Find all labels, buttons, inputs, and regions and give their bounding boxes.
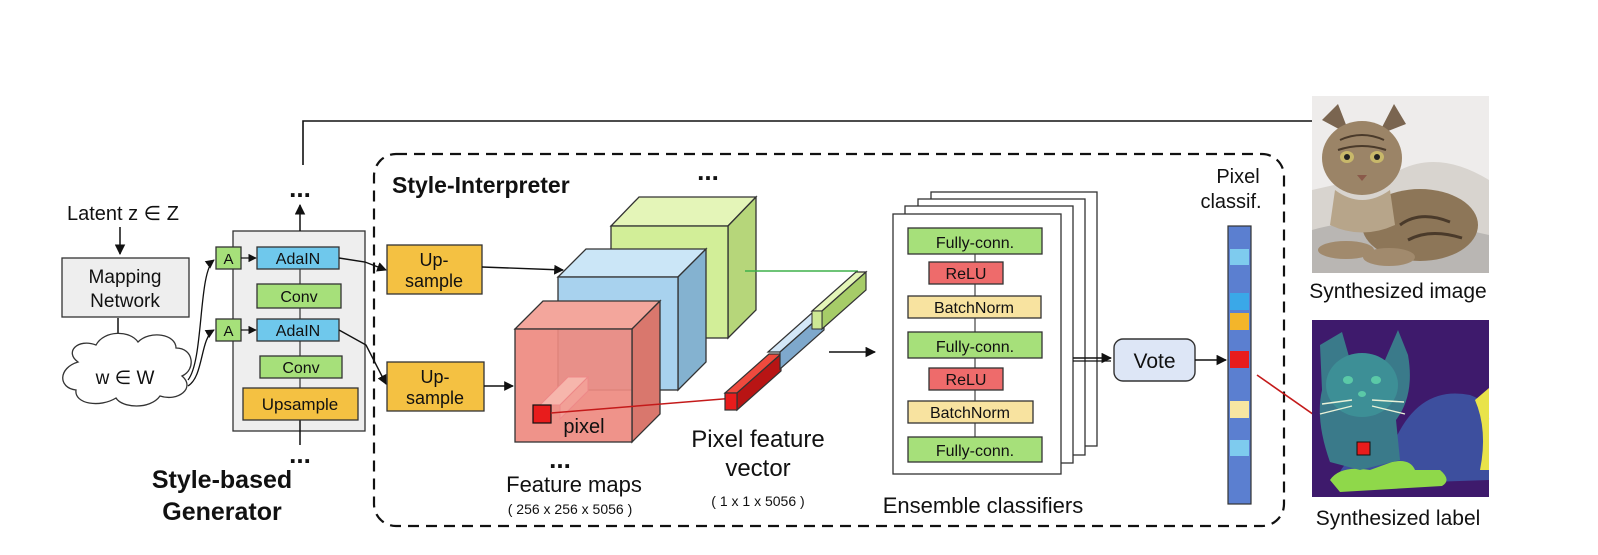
classifier-layer-relu-2 bbox=[928, 367, 1004, 391]
interpreter-upsample-1-line2: sample bbox=[405, 271, 463, 291]
generator-title-line2: Generator bbox=[162, 498, 282, 526]
class-cell-cyan bbox=[1230, 249, 1249, 265]
pixel-feature-line1: Pixel feature bbox=[691, 426, 824, 453]
generator-top-ellipsis: ... bbox=[289, 173, 311, 203]
synthesized-image-label: Synthesized image bbox=[1309, 280, 1486, 303]
class-cell-red bbox=[1230, 351, 1249, 368]
layer-label-3: BatchNorm bbox=[934, 300, 1014, 317]
style-interpreter-boundary bbox=[372, 152, 1286, 528]
class-cell-orange bbox=[1230, 313, 1249, 330]
image-feedback-connector bbox=[302, 120, 1314, 165]
interpreter-upsample-2-line2: sample bbox=[406, 388, 464, 408]
style-interpreter-title: Style-Interpreter bbox=[392, 172, 570, 198]
classifier-layer-relu-1 bbox=[928, 261, 1004, 285]
conv-label-2: Conv bbox=[282, 360, 319, 377]
generator-upsample-label: Upsample bbox=[262, 395, 339, 414]
layer-label-5: ReLU bbox=[946, 372, 987, 389]
generator-bottom-ellipsis: ... bbox=[289, 439, 311, 469]
mapping-network-line2: Network bbox=[90, 291, 160, 312]
red-feature-link bbox=[550, 397, 736, 414]
conv-block-1 bbox=[256, 283, 342, 309]
interpreter-upsample-2-line1: Up- bbox=[420, 367, 449, 387]
pixel-label: pixel bbox=[563, 416, 604, 438]
feature-top-ellipsis: ... bbox=[697, 156, 719, 186]
affine-label-2: A bbox=[223, 323, 233, 340]
class-cell-cyan-2 bbox=[1230, 440, 1249, 456]
class-cell-cream bbox=[1230, 401, 1249, 418]
conv-label-1: Conv bbox=[280, 289, 317, 306]
interpreter-upsample-1 bbox=[386, 244, 483, 295]
feature-map-cube-red bbox=[513, 299, 662, 444]
classifier-layer-bn-1 bbox=[907, 295, 1042, 319]
generator-title-line1: Style-based bbox=[152, 466, 292, 494]
interpreter-upsample-2 bbox=[386, 361, 485, 412]
pixel-feature-line2: vector bbox=[725, 455, 790, 482]
pixel-classif-line2: classif. bbox=[1200, 191, 1261, 213]
pixel-classif-line1: Pixel bbox=[1216, 166, 1259, 188]
feature-bottom-ellipsis: ... bbox=[549, 444, 571, 474]
style-arrow-1 bbox=[187, 259, 215, 381]
adain-to-upsample-1 bbox=[338, 257, 387, 272]
class-cell-blue bbox=[1230, 293, 1249, 310]
synthesized-label-map bbox=[1312, 320, 1490, 497]
feature-maps-label: Feature maps bbox=[506, 472, 642, 497]
pixel-marker bbox=[532, 404, 552, 424]
layer-label-1: Fully-conn. bbox=[936, 235, 1014, 252]
classifier-layer-fc-1 bbox=[907, 227, 1043, 255]
feature-maps-dims: ( 256 x 256 x 5056 ) bbox=[508, 501, 633, 517]
interpreter-upsample-1-line1: Up- bbox=[419, 250, 448, 270]
ensemble-label: Ensemble classifiers bbox=[883, 493, 1084, 518]
style-arrow-2 bbox=[187, 329, 215, 387]
classifier-layer-fc-3 bbox=[907, 436, 1043, 463]
label-pixel-marker bbox=[1356, 441, 1371, 456]
vote-label: Vote bbox=[1133, 350, 1175, 373]
layer-label-4: Fully-conn. bbox=[936, 339, 1014, 356]
synthesized-label-label: Synthesized label bbox=[1316, 507, 1481, 530]
upsample-1-to-feature bbox=[481, 264, 564, 275]
affine-label-1: A bbox=[223, 251, 233, 268]
mapping-network-box bbox=[61, 257, 190, 318]
generator-upsample-block bbox=[242, 387, 359, 421]
latent-label: Latent z ∈ Z bbox=[67, 203, 179, 225]
adain-label-2: AdaIN bbox=[276, 323, 320, 340]
synthesized-image bbox=[1312, 96, 1489, 273]
classifier-layer-fc-2 bbox=[907, 331, 1043, 359]
w-label: w ∈ W bbox=[95, 368, 155, 389]
pixel-feature-vector bbox=[723, 270, 868, 412]
mapping-network-line1: Mapping bbox=[89, 267, 162, 288]
pixel-feature-dims: ( 1 x 1 x 5056 ) bbox=[711, 493, 804, 509]
layer-label-7: Fully-conn. bbox=[936, 443, 1014, 460]
w-space-cloud bbox=[62, 332, 192, 407]
adain-to-upsample-2 bbox=[338, 329, 387, 385]
classifier-layer-bn-2 bbox=[907, 400, 1034, 424]
layer-label-2: ReLU bbox=[946, 266, 987, 283]
adain-label-1: AdaIN bbox=[276, 251, 320, 268]
layer-label-6: BatchNorm bbox=[930, 405, 1010, 422]
conv-block-2 bbox=[259, 355, 343, 379]
